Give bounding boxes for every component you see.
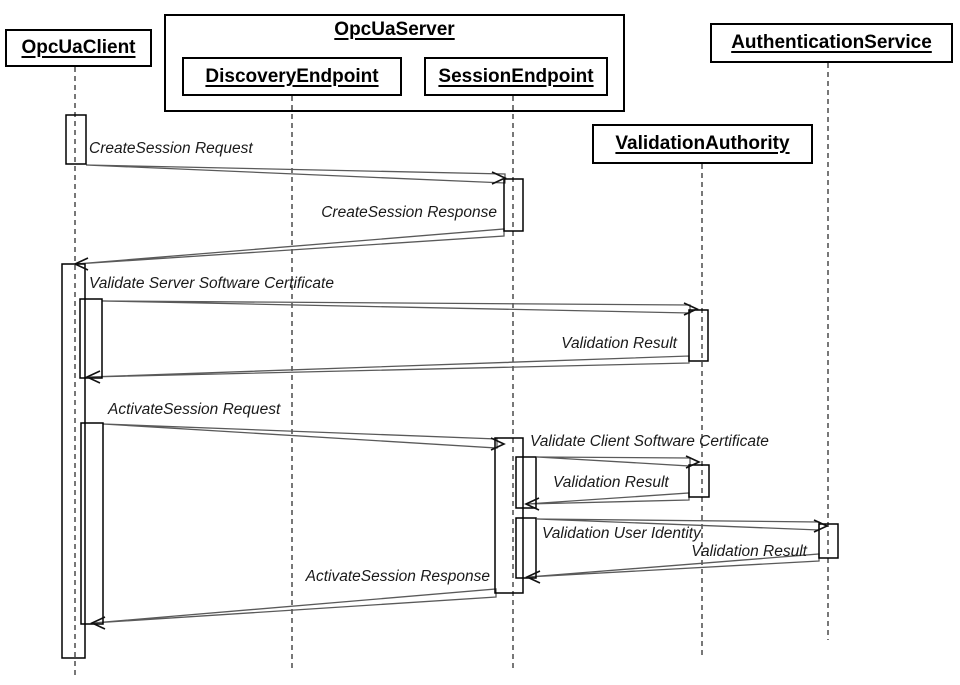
activatesession-response-line xyxy=(92,588,497,624)
message-label-activatesession-request: ActivateSession Request xyxy=(108,401,281,418)
activation-session-activate xyxy=(494,437,524,594)
activation-session-create xyxy=(503,178,524,232)
validation-result-2-arrowhead xyxy=(524,497,540,511)
message-label-validation-result-2: Validation Result xyxy=(553,474,669,491)
participant-box-opcua-server xyxy=(164,14,625,112)
validate-client-certificate-line xyxy=(536,456,691,467)
message-label-validation-result-1: Validation Result xyxy=(561,335,677,352)
participant-label-discovery-endpoint: DiscoveryEndpoint xyxy=(205,65,379,87)
participant-box-authentication-service: AuthenticationService xyxy=(710,23,953,63)
activation-session-validate-client xyxy=(515,456,537,509)
validation-result-1-arrowhead xyxy=(85,370,101,384)
validation-result-1-line xyxy=(87,355,690,378)
activation-authentication-service xyxy=(818,523,839,559)
participant-label-opcua-server: OpcUaServer xyxy=(334,19,455,40)
validation-result-2-line xyxy=(526,492,690,505)
message-label-createsession-response: CreateSession Response xyxy=(321,204,497,221)
lifelines xyxy=(74,63,829,677)
validate-server-certificate-line xyxy=(101,300,691,314)
participant-box-opcua-client: OpcUaClient xyxy=(5,29,152,67)
activation-bars xyxy=(61,114,839,659)
activation-client-activate xyxy=(80,422,104,625)
message-label-validation-user-identity: Validation User Identity xyxy=(542,525,701,542)
message-label-validate-client-certificate: Validate Client Software Certificate xyxy=(530,433,769,450)
participant-box-session-endpoint: SessionEndpoint xyxy=(424,57,608,96)
validate-server-certificate-arrowhead xyxy=(683,302,699,316)
createsession-response-arrowhead xyxy=(73,257,89,271)
arrowheads xyxy=(73,171,829,630)
participant-label-session-endpoint: SessionEndpoint xyxy=(438,65,594,87)
participant-box-discovery-endpoint: DiscoveryEndpoint xyxy=(182,57,402,96)
message-label-validation-result-3: Validation Result xyxy=(691,543,807,560)
activatesession-response-arrowhead xyxy=(90,616,106,630)
activatesession-request-line xyxy=(102,423,498,449)
message-label-validate-server-certificate: Validate Server Software Certificate xyxy=(89,275,334,292)
participant-label-validation-authority: ValidationAuthority xyxy=(615,133,790,154)
activation-validation-authority-1 xyxy=(688,309,709,362)
activation-session-validate-user xyxy=(515,517,537,579)
validation-user-identity-arrowhead xyxy=(813,519,829,533)
activation-client-1 xyxy=(65,114,87,165)
participant-label-authentication-service: AuthenticationService xyxy=(731,32,932,53)
message-label-createsession-request: CreateSession Request xyxy=(89,140,253,157)
createsession-response-line xyxy=(75,228,505,265)
message-label-activatesession-response: ActivateSession Response xyxy=(305,568,490,585)
createsession-request-arrowhead xyxy=(491,171,507,185)
createsession-request-line xyxy=(85,164,506,184)
participant-box-validation-authority: ValidationAuthority xyxy=(592,124,813,164)
activation-client-validate xyxy=(79,298,103,379)
validation-result-3-arrowhead xyxy=(525,570,541,584)
activation-validation-authority-2 xyxy=(688,464,710,498)
validate-client-certificate-arrowhead xyxy=(685,455,701,469)
activatesession-request-arrowhead xyxy=(490,437,506,451)
participant-label-opcua-client: OpcUaClient xyxy=(21,37,136,58)
